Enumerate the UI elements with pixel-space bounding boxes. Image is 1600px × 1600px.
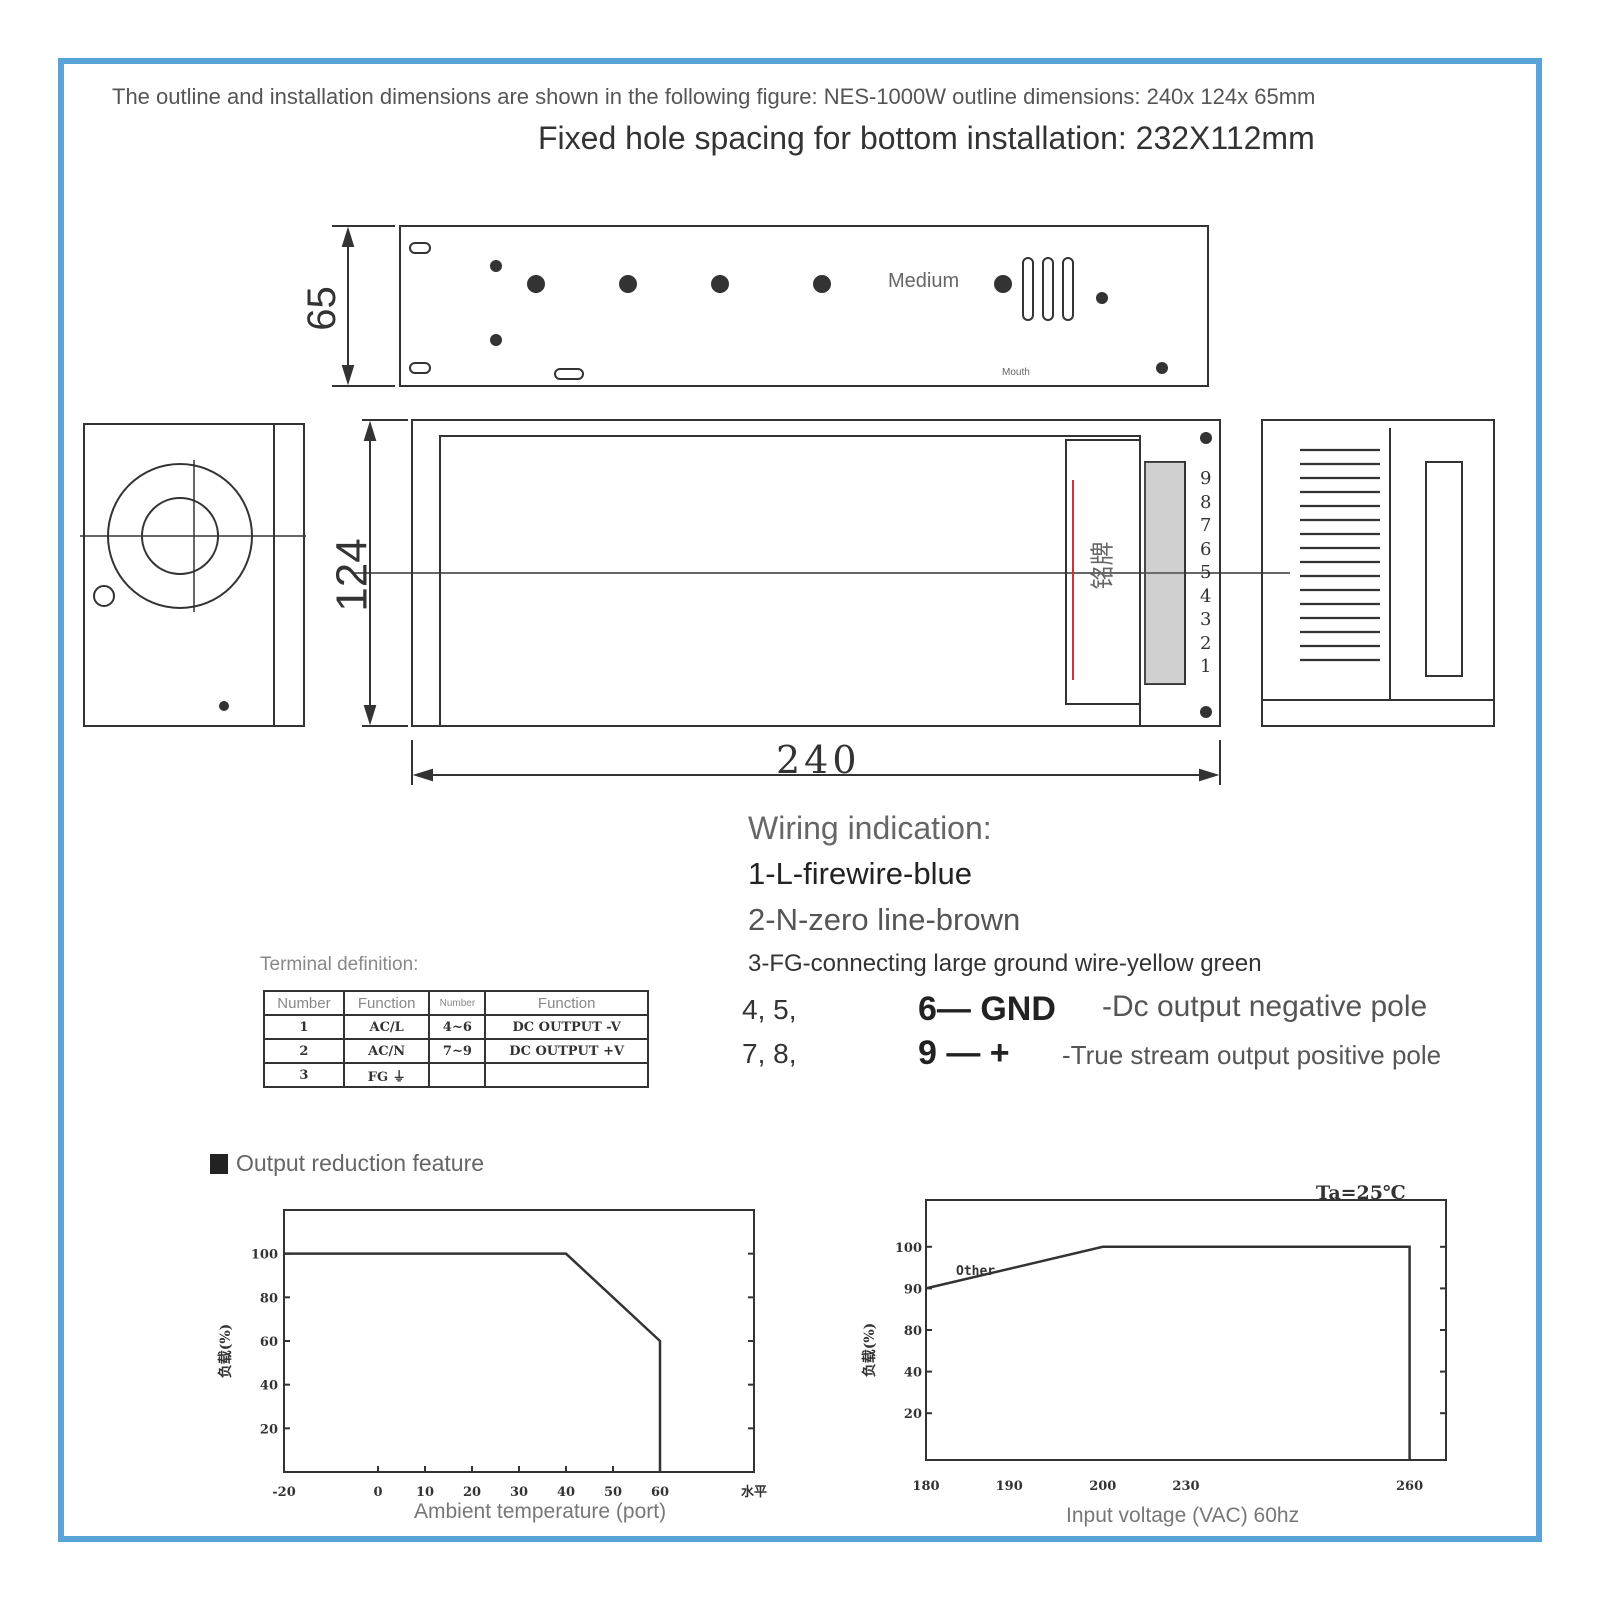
terminal-number: 9 xyxy=(1200,468,1212,489)
header-hole-spacing-text: Fixed hole spacing for bottom installati… xyxy=(538,120,1315,156)
charts-title-marker xyxy=(210,1154,228,1174)
y-tick-label: 20 xyxy=(904,1407,922,1422)
wiring-line-1: 1-L-firewire-blue xyxy=(748,856,972,891)
terminal-number: 5 xyxy=(1200,562,1212,583)
table-cell: 3 xyxy=(263,1062,345,1088)
y-tick-label: 90 xyxy=(904,1282,922,1297)
top-view-mouth-label: Mouth xyxy=(1002,367,1030,378)
y-tick-label: 40 xyxy=(904,1366,922,1381)
derating-curve xyxy=(284,1252,662,1472)
chart-frame xyxy=(283,1209,755,1473)
table-cell: 7~9 xyxy=(428,1038,487,1064)
table-cell: AC/N xyxy=(342,1038,431,1064)
x-unit-label: 水平 xyxy=(741,1484,767,1500)
terminal-number: 3 xyxy=(1200,609,1212,630)
x-tick-label: -20 xyxy=(272,1485,296,1500)
wiring-line-5-desc: -True stream output positive pole xyxy=(1062,1040,1442,1070)
table-row: 1 AC/L 4~6 DC OUTPUT -V xyxy=(263,1014,649,1040)
wiring-line-5-code: 9 — + xyxy=(918,1034,1010,1072)
y-tick-label: 60 xyxy=(260,1335,278,1350)
outline-drawing xyxy=(80,225,1495,785)
y-axis-label: 负载(%) xyxy=(861,1323,878,1378)
table-cell xyxy=(484,1062,649,1088)
right-view-outline xyxy=(1261,419,1495,727)
wiring-line-4-code: 6— GND xyxy=(918,990,1056,1028)
wiring-title: Wiring indication: xyxy=(748,810,992,846)
x-tick-label: 30 xyxy=(510,1485,528,1500)
x-tick-label: 10 xyxy=(416,1485,434,1500)
dimension-height-top: 65 xyxy=(299,286,344,331)
y-tick-label: 100 xyxy=(895,1241,922,1256)
x-tick-label: 230 xyxy=(1172,1479,1199,1494)
table-row: 2 AC/N 7~9 DC OUTPUT +V xyxy=(263,1038,649,1064)
x-tick-label: 200 xyxy=(1089,1479,1116,1494)
derating-curve xyxy=(925,1245,1411,1460)
y-tick-label: 80 xyxy=(904,1324,922,1339)
y-tick-label: 100 xyxy=(251,1248,278,1263)
terminal-number-column: 9 8 7 6 5 4 3 2 1 xyxy=(1200,468,1220,680)
temperature-derating-chart: -20 0 10 20 30 40 50 60 20 40 60 80 100 水平 负载(%) xyxy=(217,1209,767,1500)
table-cell: DC OUTPUT +V xyxy=(484,1038,649,1064)
chart-frame xyxy=(925,1199,1447,1461)
table-cell: DC OUTPUT -V xyxy=(484,1014,649,1040)
x-tick-label: 20 xyxy=(463,1485,481,1500)
table-header-row: Number Function Number Function xyxy=(263,990,649,1016)
dimension-height-front: 124 xyxy=(327,538,377,612)
table-cell: 1 xyxy=(263,1014,345,1040)
dimension-width-front: 240 xyxy=(776,738,861,782)
wiring-line-4-desc: -Dc output negative pole xyxy=(1102,990,1428,1023)
x-tick-label: 190 xyxy=(996,1479,1023,1494)
x-tick-label: 260 xyxy=(1396,1479,1423,1494)
y-axis-label: 负载(%) xyxy=(217,1324,234,1379)
side-nameplate-label: 铭牌 xyxy=(1088,541,1117,590)
top-view-outline xyxy=(399,225,1209,387)
x-tick-label: 40 xyxy=(557,1485,575,1500)
y-tick-label: 20 xyxy=(260,1422,278,1437)
terminal-number: 4 xyxy=(1200,585,1212,607)
terminal-number: 2 xyxy=(1200,632,1212,654)
charts-title: Output reduction feature xyxy=(236,1150,485,1176)
wiring-line-3: 3-FG-connecting large ground wire-yellow… xyxy=(748,950,1262,977)
table-cell: 2 xyxy=(263,1038,345,1064)
y-tick-label: 40 xyxy=(260,1379,278,1394)
top-view-medium-label: Medium xyxy=(888,270,960,292)
x-tick-label: 180 xyxy=(912,1479,939,1494)
terminal-number: 7 xyxy=(1200,515,1212,536)
table-cell: AC/L xyxy=(342,1014,431,1040)
chart1-xlabel: Ambient temperature (port) xyxy=(414,1500,667,1523)
x-tick-label: 50 xyxy=(604,1485,622,1500)
wiring-line-4-numbers: 4, 5, xyxy=(742,994,797,1025)
table-cell: FG ⏚ xyxy=(342,1062,431,1088)
table-cell xyxy=(428,1062,487,1088)
terminal-number: 1 xyxy=(1200,656,1212,677)
x-tick-label: 0 xyxy=(373,1485,382,1500)
table-cell: 4~6 xyxy=(428,1014,487,1040)
terminal-number: 6 xyxy=(1200,538,1212,560)
x-tick-label: 60 xyxy=(651,1485,669,1500)
table-header-cell: Function xyxy=(342,990,431,1016)
wiring-line-2: 2-N-zero line-brown xyxy=(748,902,1021,937)
table-header-cell: Number xyxy=(263,990,345,1016)
terminal-definition-title: Terminal definition: xyxy=(260,954,419,975)
terminal-definition-table: Number Function Number Function 1 AC/L 4… xyxy=(263,990,649,1088)
header-dimensions-text: The outline and installation dimensions … xyxy=(112,84,1316,109)
table-header-cell: Function xyxy=(484,990,649,1016)
outer-frame xyxy=(58,58,1542,1542)
chart2-title: Ta=25℃ xyxy=(1316,1182,1406,1204)
table-row: 3 FG ⏚ xyxy=(263,1062,649,1088)
chart2-xlabel: Input voltage (VAC) 60hz xyxy=(1066,1504,1300,1527)
wiring-line-5-numbers: 7, 8, xyxy=(742,1038,797,1069)
left-view-outline xyxy=(83,423,305,727)
table-header-cell: Number xyxy=(428,990,487,1016)
y-tick-label: 80 xyxy=(260,1291,278,1306)
terminal-number: 8 xyxy=(1200,491,1212,513)
